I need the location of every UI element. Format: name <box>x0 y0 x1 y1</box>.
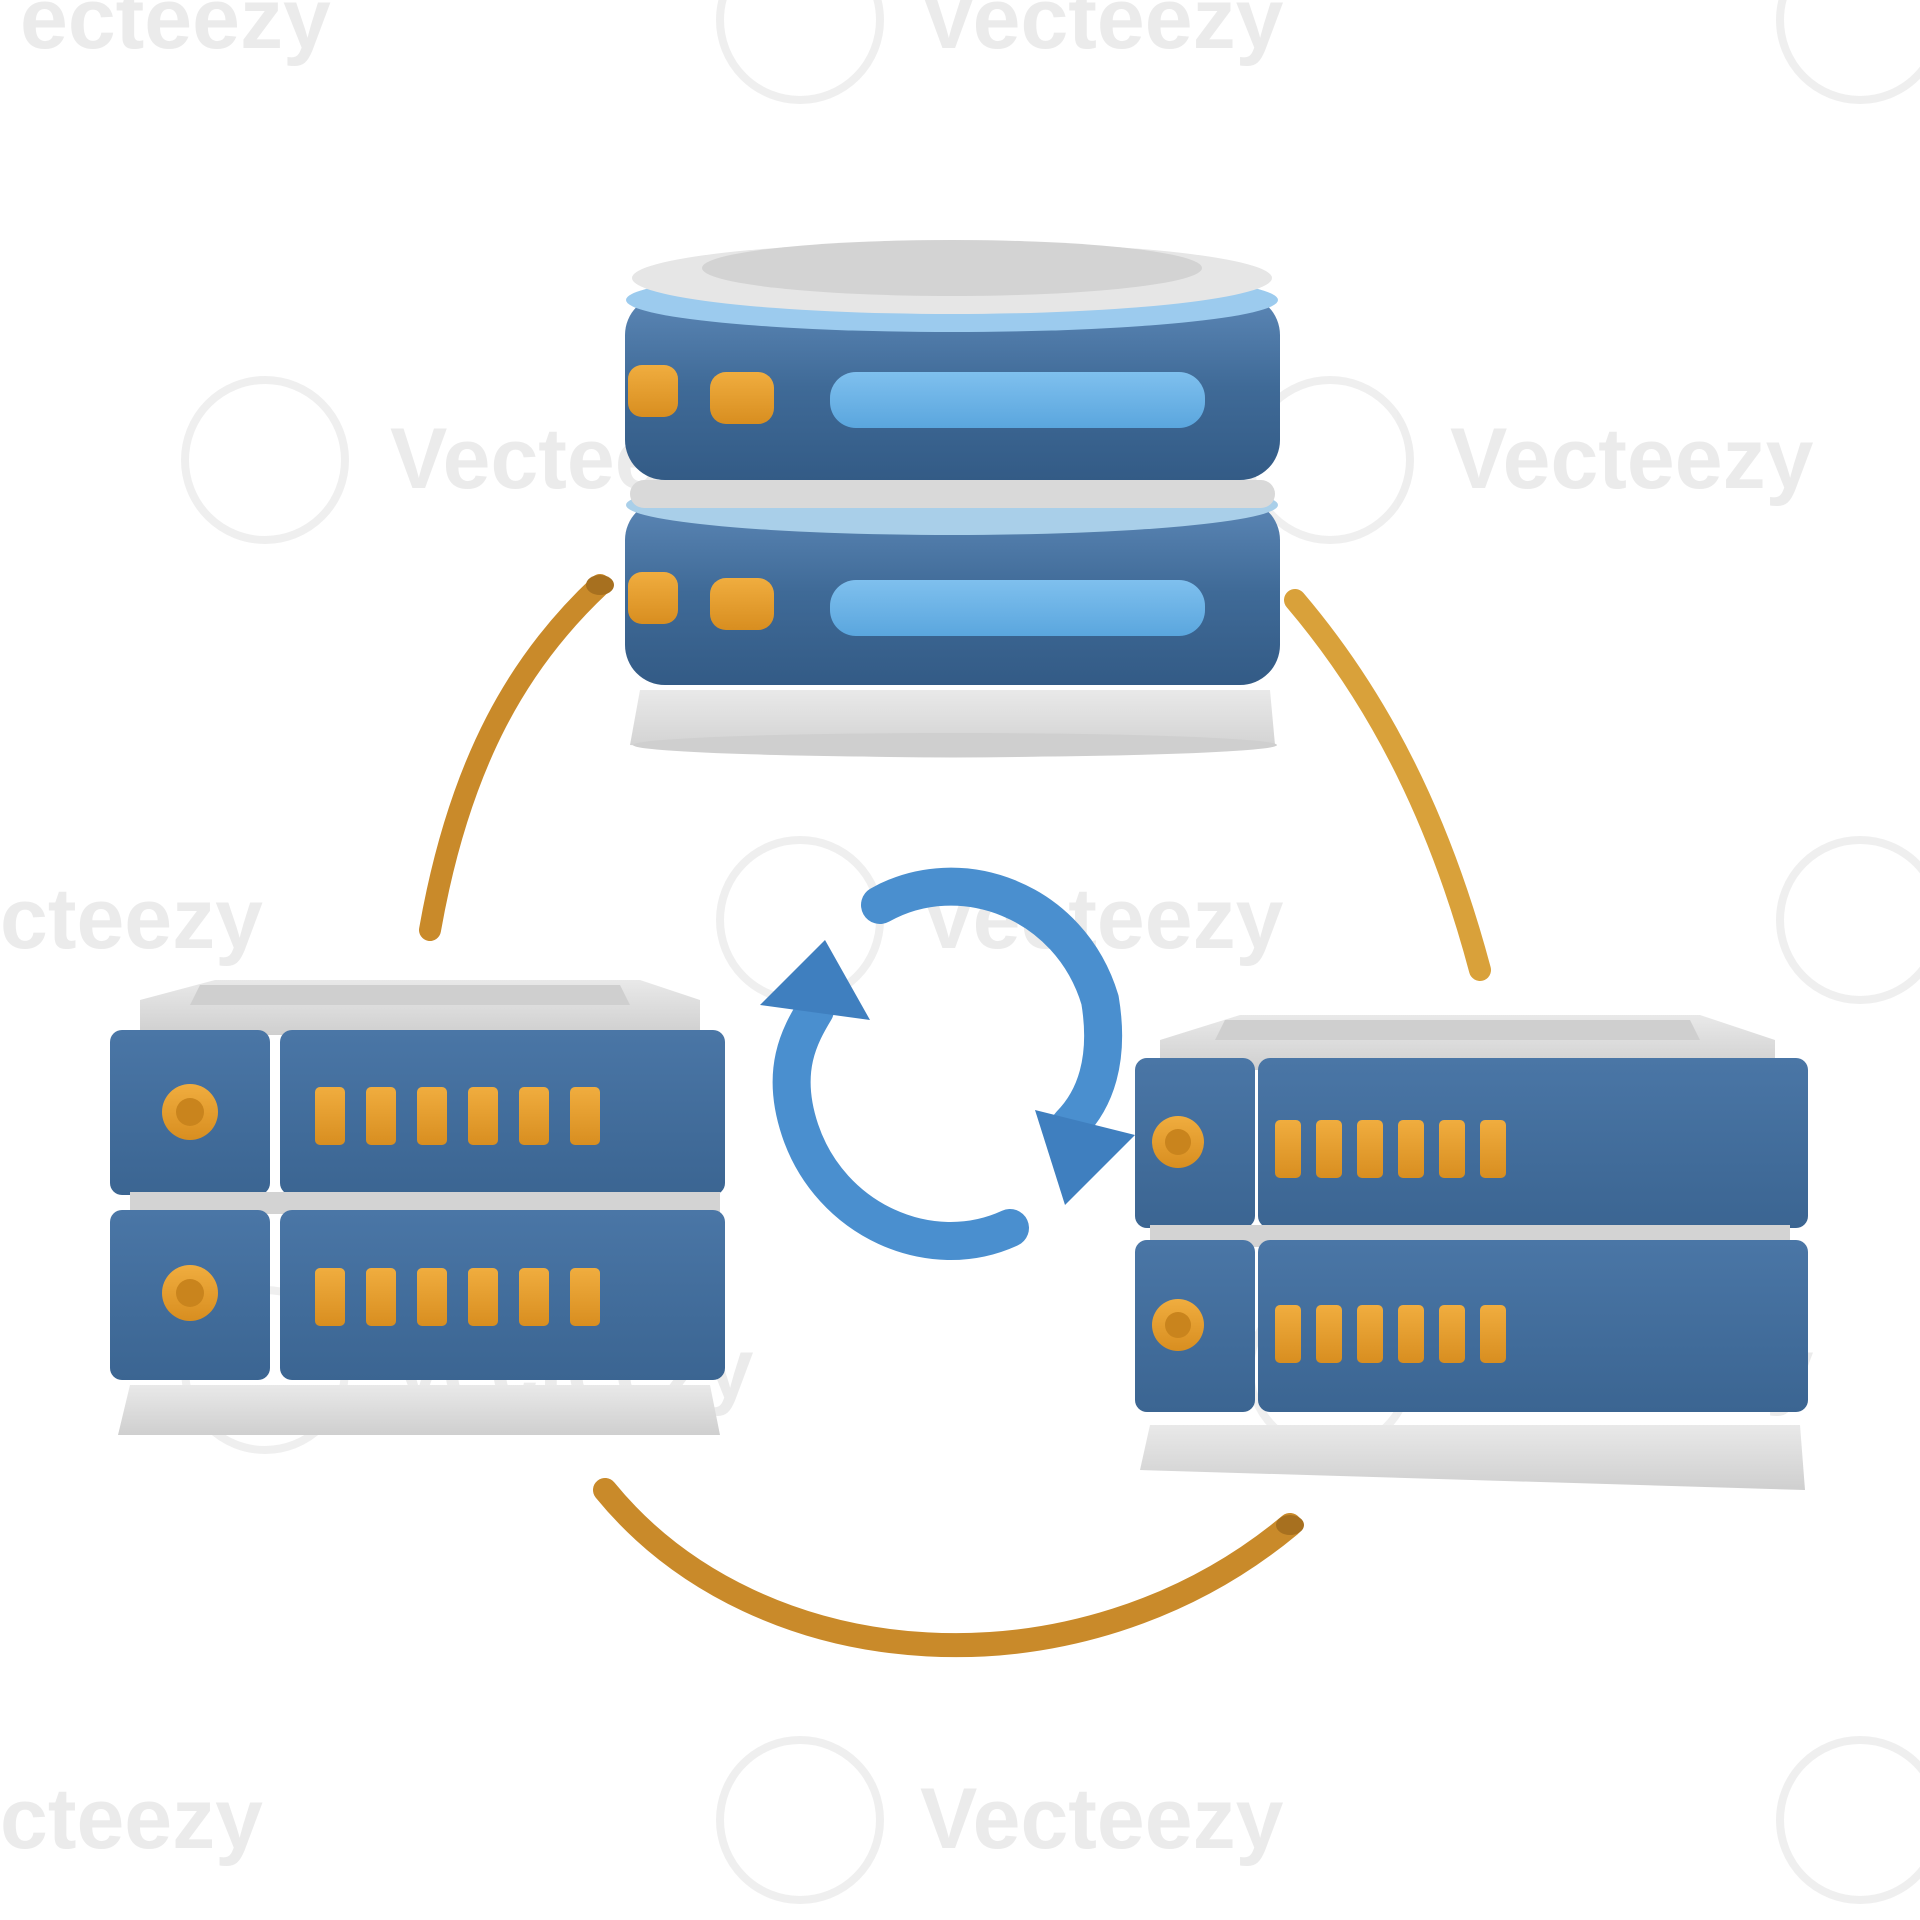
watermark-text: Vecteezy <box>920 1771 1284 1867</box>
server-rack-icon <box>110 980 725 1435</box>
sync-arc-upper <box>861 867 1123 1144</box>
cable-left <box>419 574 611 941</box>
sync-arc-lower <box>772 991 1029 1260</box>
server-rack-icon <box>1135 1015 1808 1490</box>
server-right-lower <box>1135 1240 1808 1412</box>
cable-icon <box>419 574 1491 1658</box>
database-stack-icon <box>625 240 1280 758</box>
sync-arrows-icon <box>760 867 1135 1260</box>
watermark-text: Vecteezy <box>920 0 1284 67</box>
sync-arrowhead-left <box>760 940 870 1020</box>
watermark-text: cteezy <box>0 871 263 967</box>
server-right-upper <box>1135 1058 1808 1228</box>
server-left-upper <box>110 1030 725 1195</box>
cable-bottom <box>593 1478 1302 1658</box>
watermark-text: Vecteezy <box>1450 411 1814 507</box>
watermark-text: ecteezy <box>20 0 331 67</box>
cable-right <box>1284 589 1491 981</box>
database-upper-leds <box>628 365 1205 428</box>
sync-arrowhead-right <box>1035 1110 1135 1205</box>
watermark-text: cteezy <box>0 1771 263 1867</box>
server-left-lower <box>110 1210 725 1380</box>
database-lower-leds <box>628 572 1205 636</box>
